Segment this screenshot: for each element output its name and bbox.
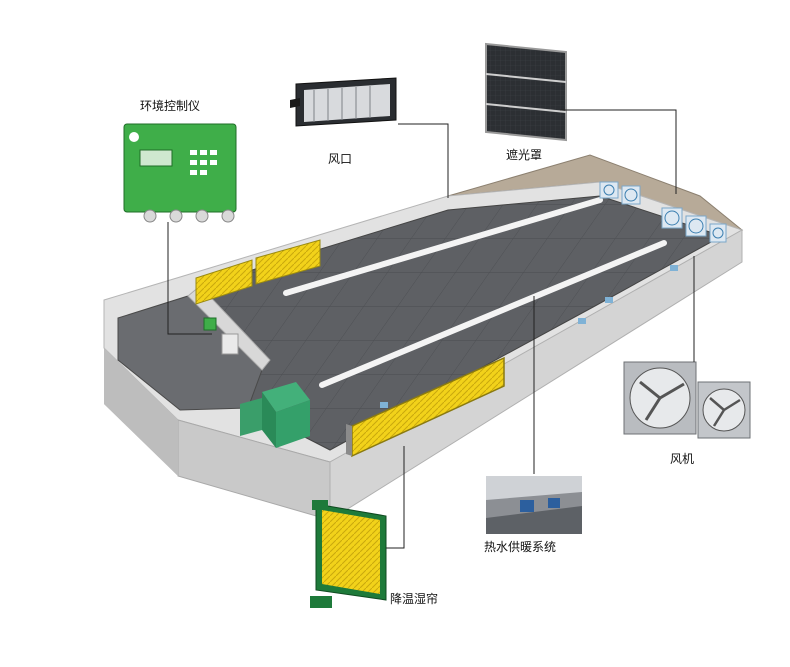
heating-pipe-lower xyxy=(319,240,667,388)
cooling-pad-device xyxy=(310,500,387,608)
boiler-unit xyxy=(240,382,310,448)
wall-panel xyxy=(221,333,239,355)
house-side-wall xyxy=(329,229,743,521)
leader-controller xyxy=(167,222,212,335)
leader-cooling-pad xyxy=(386,446,405,549)
wall-pad-left xyxy=(195,259,253,305)
air-inlet-device xyxy=(290,77,397,127)
label-cooling-pad: 降温湿帘 xyxy=(390,592,439,606)
label-air-inlet: 风口 xyxy=(328,152,353,166)
heating-pipe-upper xyxy=(283,197,603,296)
hot-water-photo xyxy=(486,476,582,534)
environment-controller xyxy=(123,123,237,223)
leader-light-trap xyxy=(560,109,677,194)
exhaust-fan-devices xyxy=(623,361,751,439)
house-end-wall-left xyxy=(104,300,178,476)
front-cooling-pad-frame xyxy=(346,424,352,456)
wall-pad-right xyxy=(255,239,321,285)
wall-control-box xyxy=(203,317,217,331)
label-light-trap: 遮光罩 xyxy=(506,148,543,162)
label-hot-water: 热水供暖系统 xyxy=(484,540,557,554)
label-controller: 环境控制仪 xyxy=(140,99,201,113)
label-fan: 风机 xyxy=(670,452,695,466)
light-trap-device xyxy=(485,42,567,142)
wall-fans xyxy=(599,181,727,243)
leader-air-inlet xyxy=(398,123,449,198)
side-inlets xyxy=(380,265,678,408)
